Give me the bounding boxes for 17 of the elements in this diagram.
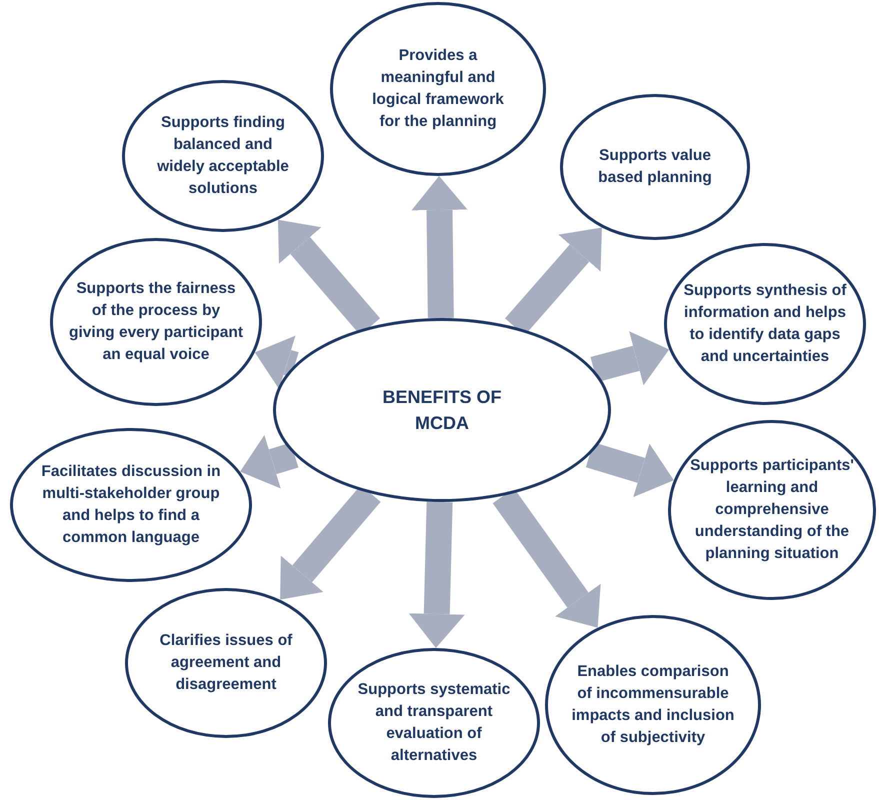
benefit-text: Provides a meaningful and logical framework for the planning <box>371 46 505 132</box>
center-title: BENEFITS OF MCDA <box>381 386 502 435</box>
benefit-text: Supports value based planning <box>597 146 713 188</box>
benefit-text: Enables comparison of incommensurable impacts and inclusion of subjectivity <box>570 662 736 748</box>
block-arrow <box>254 336 299 390</box>
benefit-text: Facilitates discussion in multi-stakeholder group and helps to find a common language <box>40 462 222 548</box>
benefit-text: Supports systematic and transparent evaluation of alternatives <box>356 680 512 766</box>
benefit-text: Supports the fairness of the process by giving every participant an equal voice <box>68 279 244 365</box>
benefit-text: Supports finding balanced and widely acceptable solutions <box>156 113 290 199</box>
block-arrow <box>590 331 670 386</box>
block-arrow <box>408 502 465 648</box>
block-arrow <box>586 442 674 498</box>
block-arrow <box>240 434 298 489</box>
benefit-text: Clarifies issues of agreement and disagreement <box>158 631 294 695</box>
benefit-text: Supports synthesis of information and helps to identify data gaps and uncertainties <box>682 281 848 367</box>
block-arrow <box>412 176 468 318</box>
benefit-text: Supports participants' learning and comprehensive understanding of the planning situation <box>689 456 855 564</box>
